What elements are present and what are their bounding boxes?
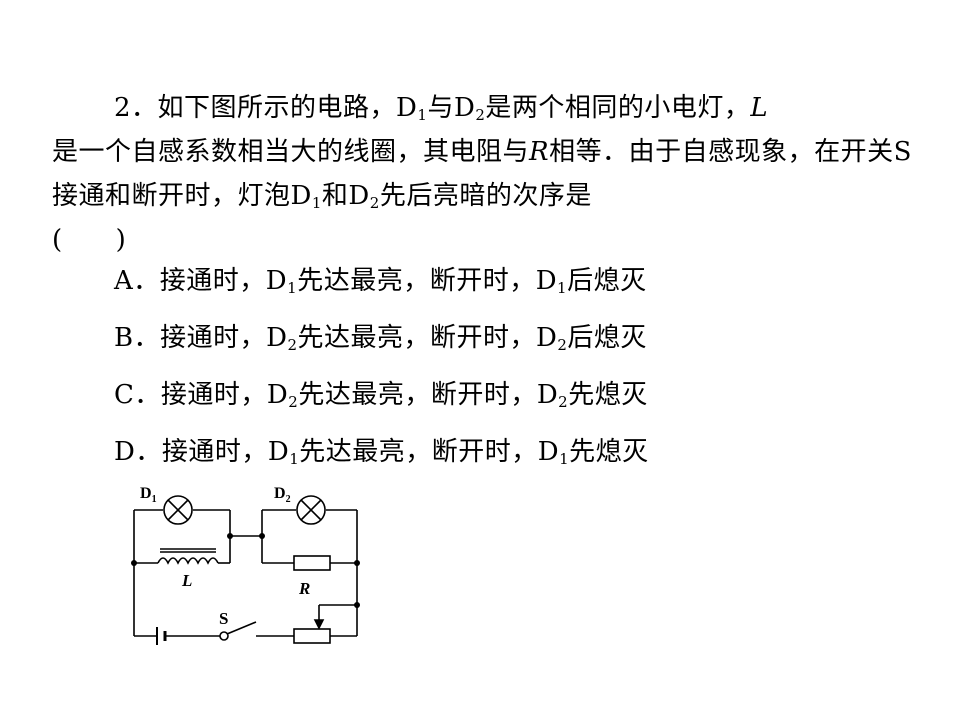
lamp-d2 xyxy=(296,495,326,525)
label-d1: D1 xyxy=(140,485,157,505)
answer-blank: ( ) xyxy=(52,225,127,255)
option-a[interactable]: A．接通时，D1先达最亮，断开时，D1后熄灭 xyxy=(114,266,647,297)
option-b[interactable]: B．接通时，D2先达最亮，断开时，D2后熄灭 xyxy=(114,323,647,354)
label-s: S xyxy=(219,609,228,628)
lamp-d1 xyxy=(163,495,193,525)
label-d2: D2 xyxy=(274,485,291,505)
option-c[interactable]: C．接通时，D2先达最亮，断开时，D2先熄灭 xyxy=(114,380,648,411)
label-l: L xyxy=(181,571,192,590)
label-r: R xyxy=(298,579,310,598)
option-d[interactable]: D．接通时，D1先达最亮，断开时，D1先熄灭 xyxy=(114,437,649,468)
question-number: 2． xyxy=(114,93,158,123)
